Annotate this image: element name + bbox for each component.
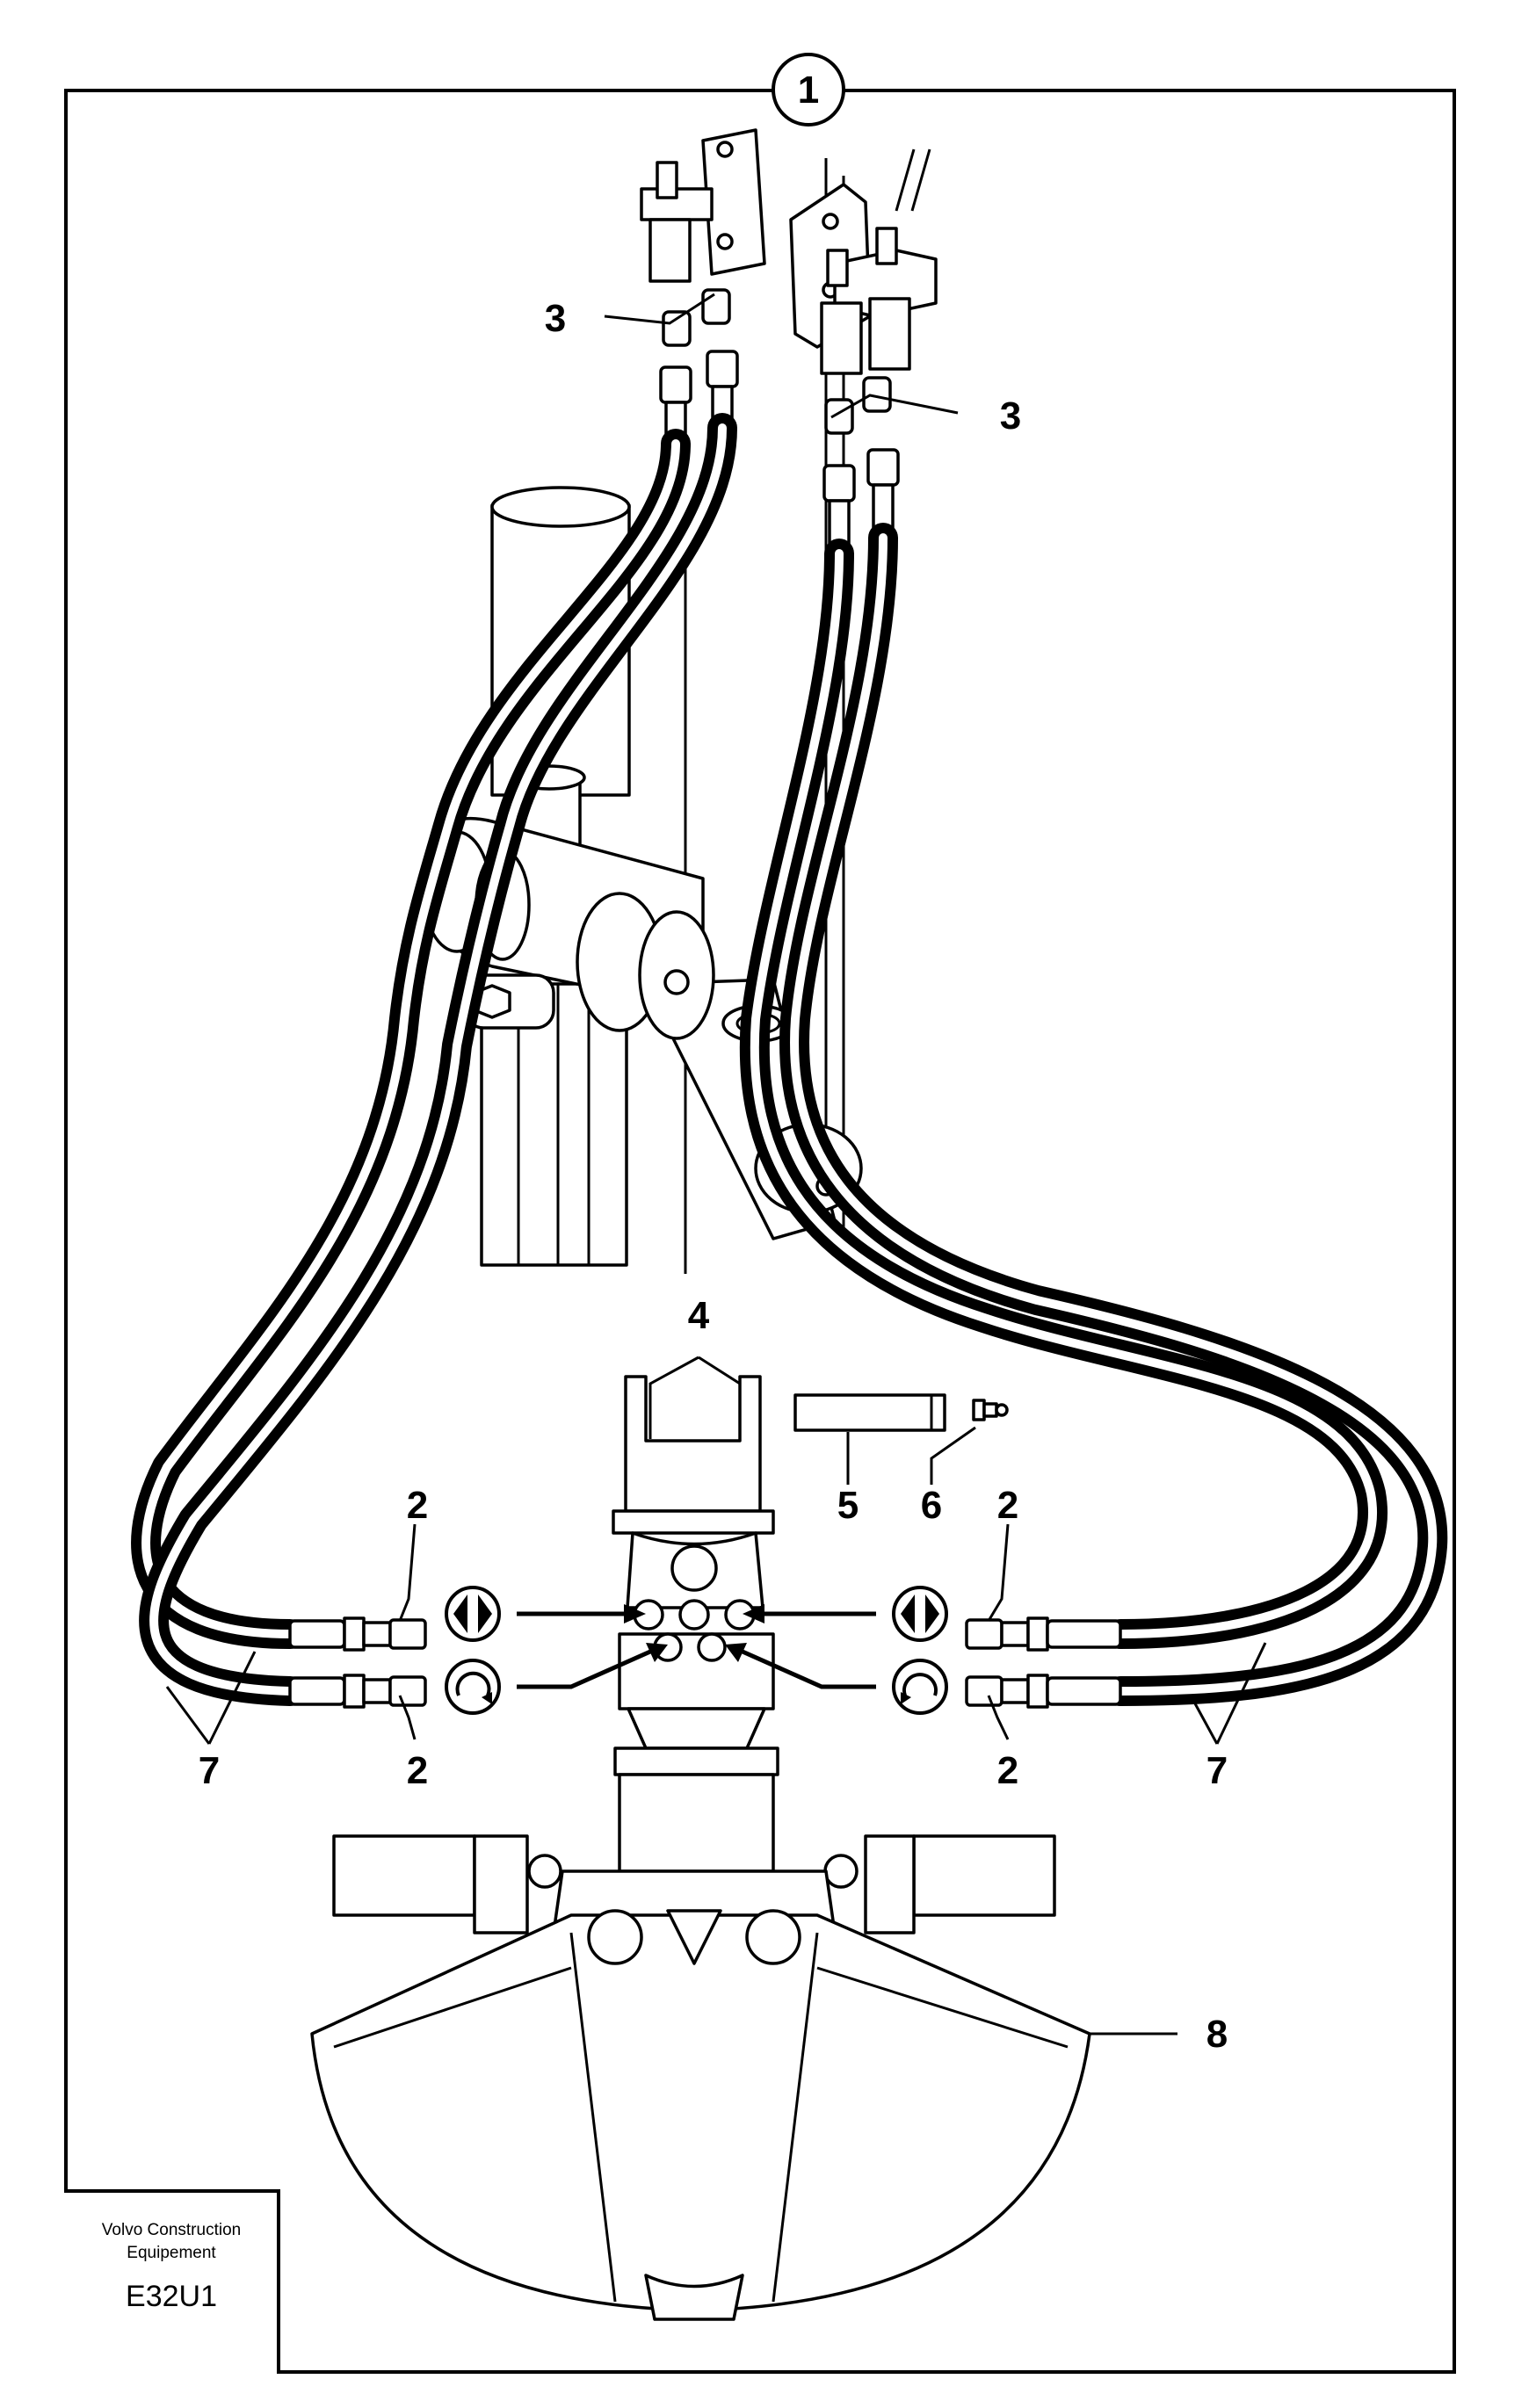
- grease-nipple-part: [972, 1399, 1009, 1421]
- grab-bucket: [310, 1834, 1091, 2321]
- callout-2-bottom-right: 2: [997, 1749, 1018, 1792]
- left-hose-end-fittings: [659, 350, 739, 444]
- left-quick-couplings: [288, 1616, 427, 1709]
- callout-6: 6: [921, 1484, 942, 1527]
- callout-labels: 3 3 4 5 6 2 2 2 2 7 7 8: [199, 297, 1228, 2056]
- footer-drawing-code: E32U1: [126, 2280, 217, 2313]
- pin-part: [793, 1393, 946, 1432]
- right-coupling-bracket: [789, 183, 938, 555]
- callout-3-right: 3: [1000, 394, 1021, 437]
- left-adapter-fittings: [662, 288, 731, 347]
- right-quick-couplings: [965, 1616, 1122, 1709]
- footer-block: Volvo Construction Equipement E32U1: [102, 2221, 241, 2313]
- callout-7-right: 7: [1206, 1749, 1228, 1792]
- right-adapter-fittings: [824, 376, 892, 435]
- right-rotate-symbol-icon: [892, 1659, 948, 1715]
- callout-2-bottom-left: 2: [407, 1749, 428, 1792]
- callout-2-top-left: 2: [407, 1484, 428, 1527]
- callout-7-left: 7: [199, 1749, 220, 1792]
- hydraulic-hoses: [131, 413, 1448, 1706]
- port-arrows: [517, 1604, 876, 1689]
- callout-5: 5: [837, 1484, 859, 1527]
- callout-4: 4: [688, 1294, 710, 1337]
- left-open-close-symbol-icon: [445, 1586, 501, 1642]
- figure-number-callout: 1: [772, 53, 845, 127]
- figure-number-label: 1: [798, 69, 819, 112]
- callout-8: 8: [1206, 2013, 1228, 2056]
- callout-2-top-right: 2: [997, 1484, 1018, 1527]
- callout-3-left: 3: [545, 297, 566, 340]
- drawing-frame: [64, 89, 1456, 2374]
- rotator-assembly: [612, 1375, 779, 1873]
- right-open-close-symbol-icon: [892, 1586, 948, 1642]
- footer-brand-line1: Volvo Construction: [102, 2221, 241, 2239]
- left-coupling-bracket: [640, 128, 766, 444]
- footer-brand-line2: Equipement: [127, 2244, 216, 2262]
- left-rotate-symbol-icon: [445, 1659, 501, 1715]
- callout-leaders: [165, 293, 1267, 2036]
